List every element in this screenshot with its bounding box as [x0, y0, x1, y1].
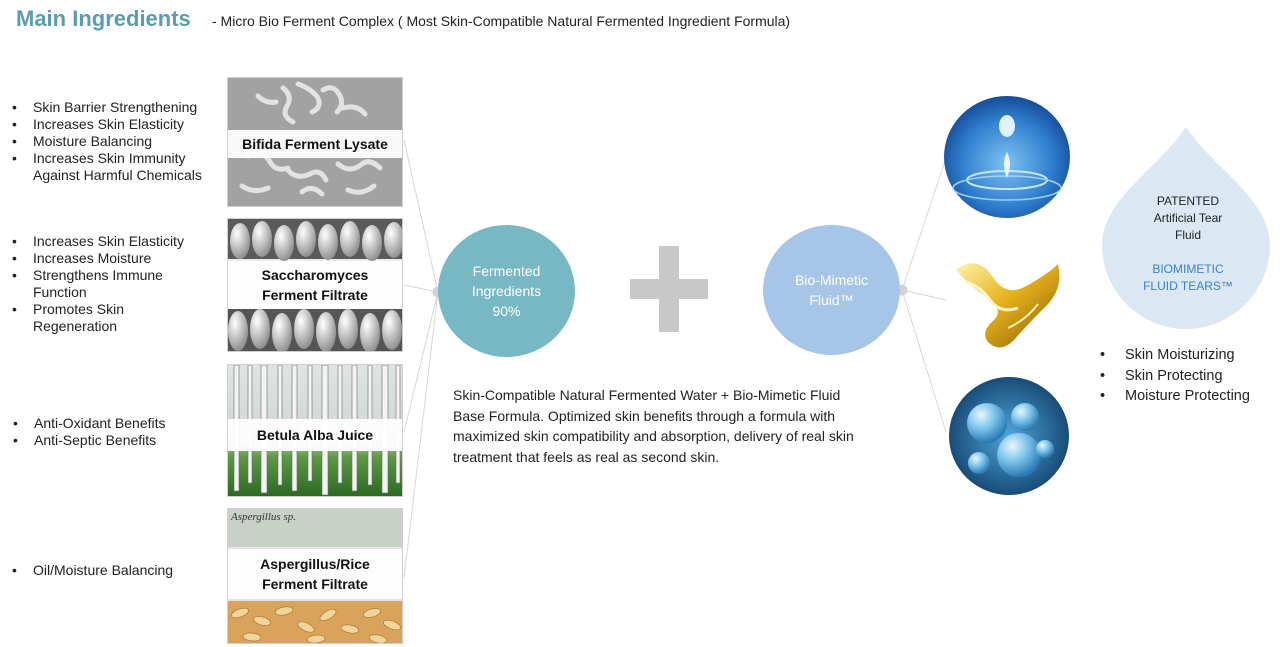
- benefits-list-aspergillus: Oil/Moisture Balancing: [12, 562, 173, 579]
- tear-drop-text: PATENTED Artificial Tear Fluid BIOMIMETI…: [1143, 194, 1233, 293]
- benefits-list-bifida: Skin Barrier Strengthening Increases Ski…: [12, 99, 202, 184]
- ingredient-panel-aspergillus: Aspergillus sp. Aspergillus/Rice Ferment…: [227, 508, 403, 644]
- list-item: Anti-Septic Benefits: [13, 432, 166, 449]
- list-item: Moisture Protecting: [1100, 386, 1250, 407]
- page-title: Main Ingredients: [16, 6, 191, 31]
- list-item: Increases Moisture: [12, 250, 184, 267]
- list-item: Increases Skin Elasticity: [12, 233, 184, 250]
- list-item: Oil/Moisture Balancing: [12, 562, 173, 579]
- golden-oil-swirl-icon: [956, 263, 1060, 348]
- ingredient-label: Betula Alba Juice: [228, 419, 402, 451]
- tear-drop-shape: [1102, 127, 1270, 329]
- right-benefits-list: Skin Moisturizing Skin Protecting Moistu…: [1100, 345, 1250, 407]
- water-drop-splash-icon: [944, 96, 1070, 218]
- bio-mimetic-fluid-circle: Bio-Mimetic Fluid™: [763, 225, 900, 355]
- ingredient-label: Bifida Ferment Lysate: [228, 130, 402, 158]
- yeast-cells-image: [228, 219, 402, 351]
- benefits-list-saccharomyces: Increases Skin Elasticity Increases Mois…: [12, 233, 184, 335]
- list-item: Skin Barrier Strengthening: [12, 99, 202, 116]
- blue-bubbles-icon: [949, 377, 1069, 495]
- rice-grains-image: [228, 509, 402, 643]
- formula-description: Skin-Compatible Natural Fermented Water …: [453, 387, 854, 465]
- benefits-list-betula: Anti-Oxidant Benefits Anti-Septic Benefi…: [13, 415, 166, 449]
- list-item: Skin Protecting: [1100, 366, 1250, 387]
- list-item: Skin Moisturizing: [1100, 345, 1250, 366]
- ingredient-label: Aspergillus/Rice Ferment Filtrate: [228, 549, 402, 599]
- plus-icon: [630, 246, 708, 332]
- list-item: Increases Skin Elasticity: [12, 116, 202, 133]
- ingredient-label: Saccharomyces Ferment Filtrate: [228, 261, 402, 309]
- ingredient-panel-betula: Betula Alba Juice: [227, 364, 403, 497]
- fermented-ingredients-circle: Fermented Ingredients 90%: [438, 225, 575, 357]
- ingredient-panel-saccharomyces: Saccharomyces Ferment Filtrate: [227, 218, 403, 352]
- image-caption: Aspergillus sp.: [231, 511, 296, 523]
- list-item: Moisture Balancing: [12, 133, 202, 150]
- bacteria-texture-image: [239, 81, 383, 197]
- list-item: Anti-Oxidant Benefits: [13, 415, 166, 432]
- ingredient-panel-bifida: Bifida Ferment Lysate: [227, 77, 403, 207]
- page-subtitle: - Micro Bio Ferment Complex ( Most Skin-…: [212, 13, 791, 29]
